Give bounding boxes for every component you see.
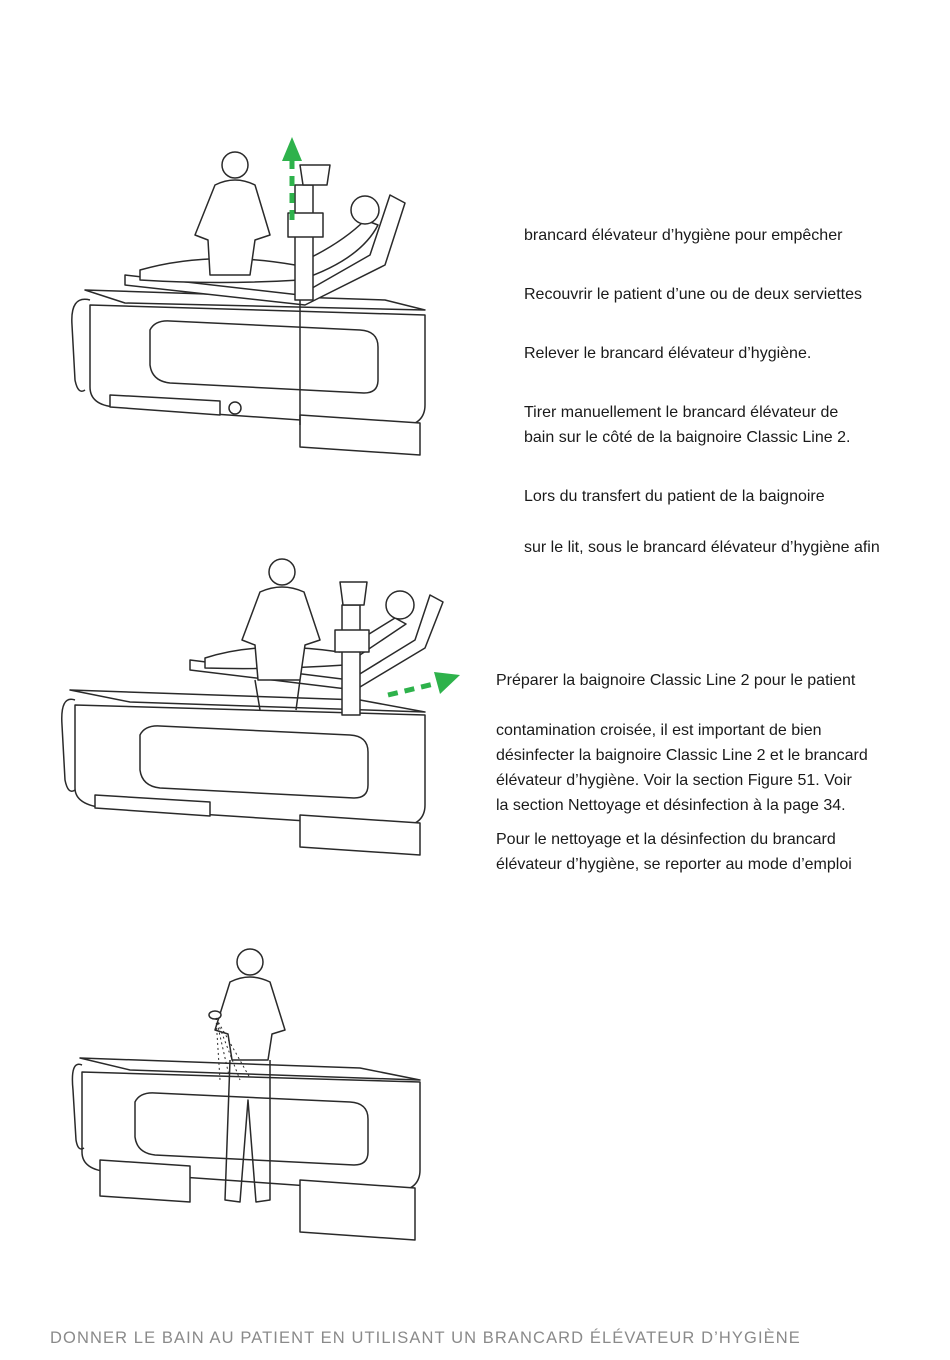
instruction-transfer-line1: Lors du transfert du patient de la baign… (524, 488, 825, 505)
paragraph-disinfect-line3: élévateur d’hygiène. Voir la section Fig… (496, 772, 852, 789)
illustration-pull-stretcher (60, 540, 470, 880)
instruction-transfer-line2: sur le lit, sous le brancard élévateur d… (524, 539, 880, 556)
paragraph-manual-line1: Pour le nettoyage et la désinfection du … (496, 831, 836, 848)
arrow-up-icon (282, 137, 302, 220)
illustration-lift-stretcher (60, 125, 440, 475)
section-heading-prepare-tub: Préparer la baignoire Classic Line 2 pou… (496, 672, 856, 689)
paragraph-manual-line2: élévateur d’hygiène, se reporter au mode… (496, 856, 852, 873)
paragraph-disinfect-line4: la section Nettoyage et désinfection à l… (496, 797, 846, 814)
instruction-pull-stretcher-line1: Tirer manuellement le brancard élévateur… (524, 404, 839, 421)
pull-stretcher-drawing (61, 558, 460, 856)
instruction-cover-patient: Recouvrir le patient d’une ou de deux se… (524, 286, 862, 303)
instruction-raise-stretcher: Relever le brancard élévateur d’hygiène. (524, 345, 812, 362)
instruction-pull-stretcher-line2: bain sur le côté de la baignoire Classic… (524, 429, 851, 446)
rinse-tub-drawing (71, 948, 421, 1241)
paragraph-disinfect-line1: contamination croisée, il est important … (496, 722, 822, 739)
illustration-rinse-tub (70, 940, 430, 1260)
lift-stretcher-drawing (71, 151, 426, 456)
page-footer: DONNER LE BAIN AU PATIENT EN UTILISANT U… (50, 1329, 801, 1347)
instruction-prevent-text: brancard élévateur d’hygiène pour empêch… (524, 227, 843, 244)
arrow-right-icon (387, 672, 460, 698)
paragraph-disinfect-line2: désinfecter la baignoire Classic Line 2 … (496, 747, 868, 764)
water-spray-icon (215, 1017, 251, 1081)
